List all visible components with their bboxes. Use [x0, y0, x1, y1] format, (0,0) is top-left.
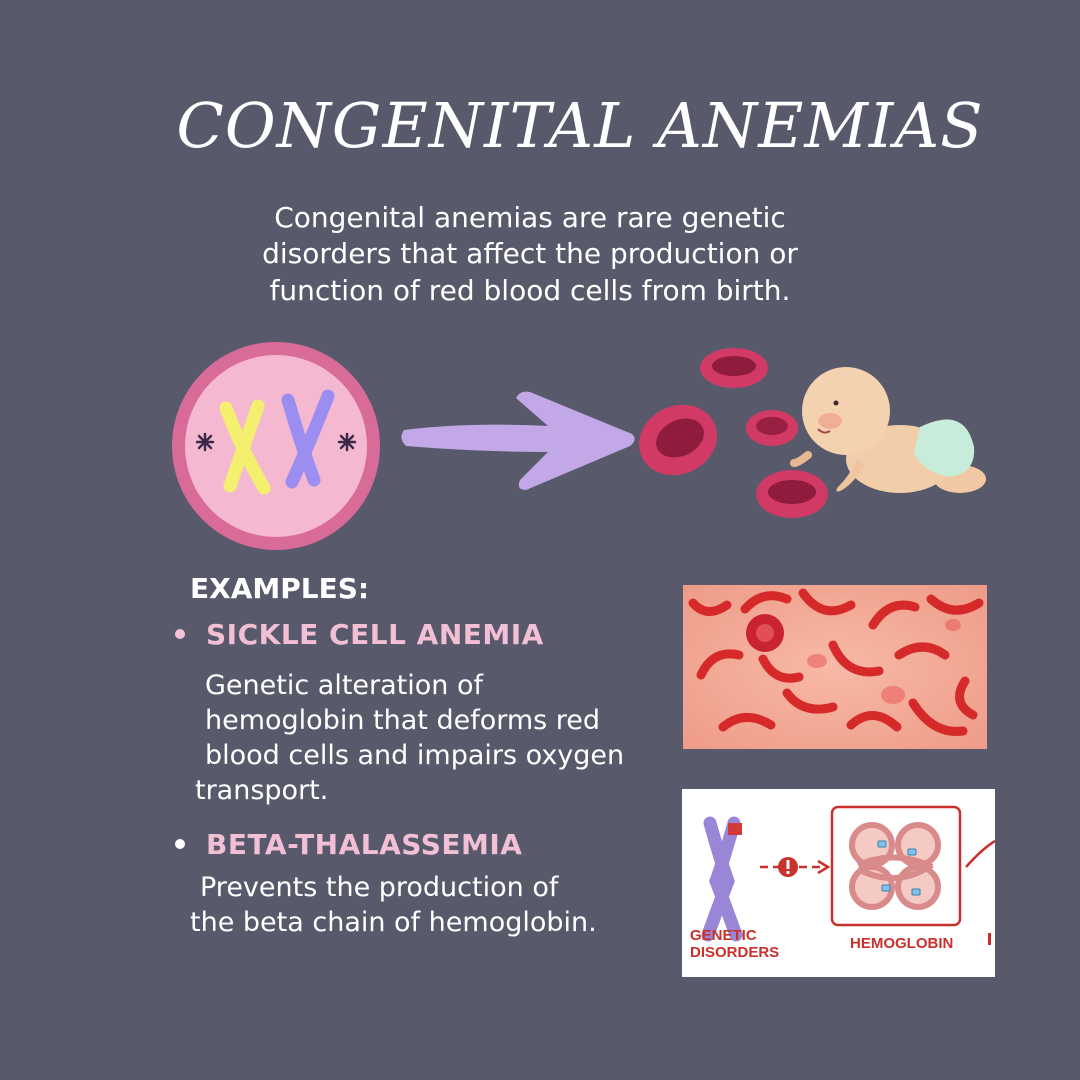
baby-illustration	[790, 367, 986, 493]
example-title-sickle-cell: SICKLE CELL ANEMIA	[206, 618, 544, 651]
intro-line: Congenital anemias are rare genetic	[274, 201, 786, 234]
description-line: blood cells and impairs oxygen	[205, 740, 625, 772]
description-line: hemoglobin that deforms red	[205, 705, 601, 737]
yellow-chromosome-icon	[219, 399, 271, 495]
description-line: transport.	[195, 775, 329, 807]
page-title: CONGENITAL ANEMIAS	[176, 89, 984, 162]
intro-paragraph: Congenital anemias are rare genetic diso…	[180, 200, 880, 309]
bullet-icon	[175, 629, 185, 639]
purple-chromosome-icon	[281, 389, 335, 489]
red-blood-cells-illustration	[639, 348, 828, 518]
example-title-beta-thalassemia: BETA-THALASSEMIA	[206, 828, 523, 861]
sickle-cells-photo	[683, 585, 987, 749]
red-blood-cell-icon	[756, 470, 828, 518]
arrow-illustration	[401, 391, 635, 490]
normal-red-blood-cell-icon	[746, 614, 784, 652]
examples-heading: EXAMPLES:	[190, 572, 370, 605]
red-blood-cell-icon	[746, 410, 798, 446]
red-blood-cell-icon	[700, 348, 768, 388]
diagram-label-hemoglobin: HEMOGLOBIN	[850, 935, 954, 952]
description-line: Prevents the production of	[200, 872, 559, 903]
example-description-sickle-cell: Genetic alteration of hemoglobin that de…	[195, 668, 685, 808]
asterisk-icon	[195, 432, 357, 452]
intro-line: function of red blood cells from birth.	[269, 273, 791, 307]
example-description-beta-thalassemia: Prevents the production of the beta chai…	[190, 870, 680, 940]
red-blood-cell-icon	[639, 404, 717, 476]
intro-line: disorders that affect the production or	[262, 237, 798, 271]
hemoglobin-diagram: GENETIC DISORDERS HEMOGLOBIN	[682, 789, 995, 977]
bullet-icon	[175, 839, 185, 849]
description-line: Genetic alteration of	[205, 670, 483, 701]
description-line: the beta chain of hemoglobin.	[190, 907, 597, 939]
chromosome-icon	[701, 816, 743, 942]
mutation-arrow-icon	[760, 857, 831, 877]
chromosome-cell-illustration	[172, 342, 380, 550]
diagram-label-genetic-disorders: GENETIC DISORDERS	[690, 927, 780, 961]
